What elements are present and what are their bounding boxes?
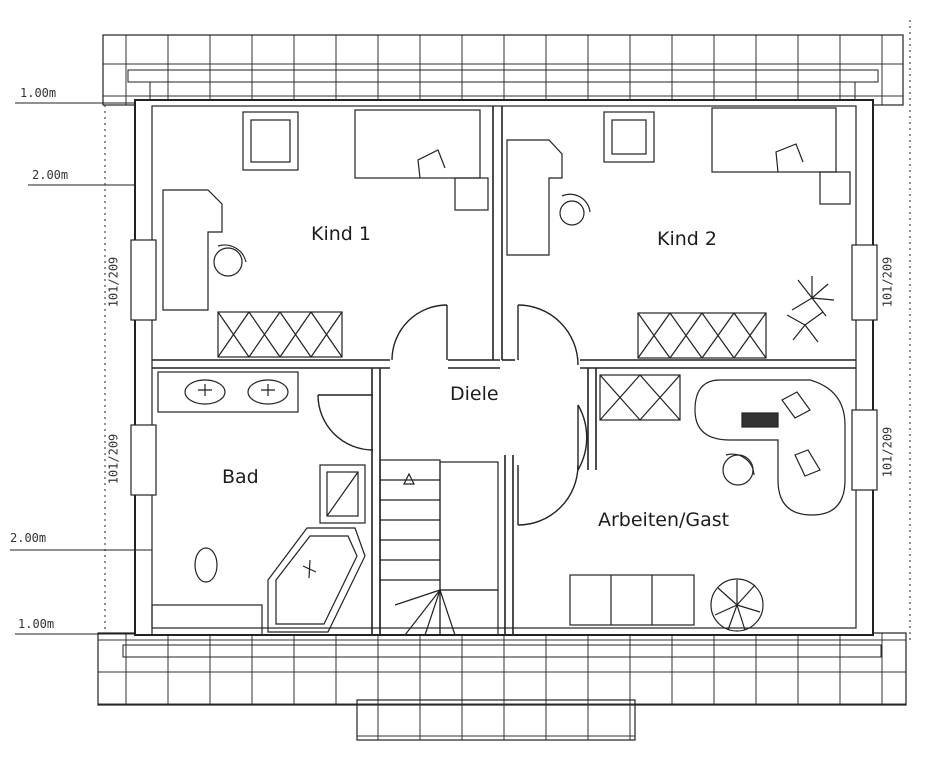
room-label-diele: Diele [450, 383, 499, 405]
interior-walls [152, 106, 856, 635]
roof-bottom [97, 632, 907, 741]
roof-top [102, 34, 904, 106]
room-label-bad: Bad [222, 466, 259, 488]
kind1-furniture [162, 109, 489, 358]
room-label-arbeiten: Arbeiten/Gast [598, 509, 730, 531]
window-label-left-upper: 101/209 [106, 256, 121, 308]
bad-furniture [151, 371, 366, 636]
dim-bottom-eave: 1.00m [18, 617, 55, 631]
doors [317, 304, 588, 526]
dim-top-knee: 2.00m [32, 168, 69, 182]
dimension-lines [10, 20, 911, 640]
windows [130, 239, 878, 496]
room-label-kind1: Kind 1 [311, 223, 371, 245]
staircase [379, 459, 499, 636]
window-label-right-upper: 101/209 [880, 256, 895, 308]
dim-bottom-knee: 2.00m [10, 531, 47, 545]
window-label-right-lower: 101/209 [880, 426, 895, 478]
kind2-furniture [506, 107, 851, 359]
room-label-kind2: Kind 2 [657, 228, 717, 250]
window-label-left-lower: 101/209 [106, 433, 121, 485]
dim-top-eave: 1.00m [20, 86, 57, 100]
arbeiten-furniture [569, 374, 846, 632]
